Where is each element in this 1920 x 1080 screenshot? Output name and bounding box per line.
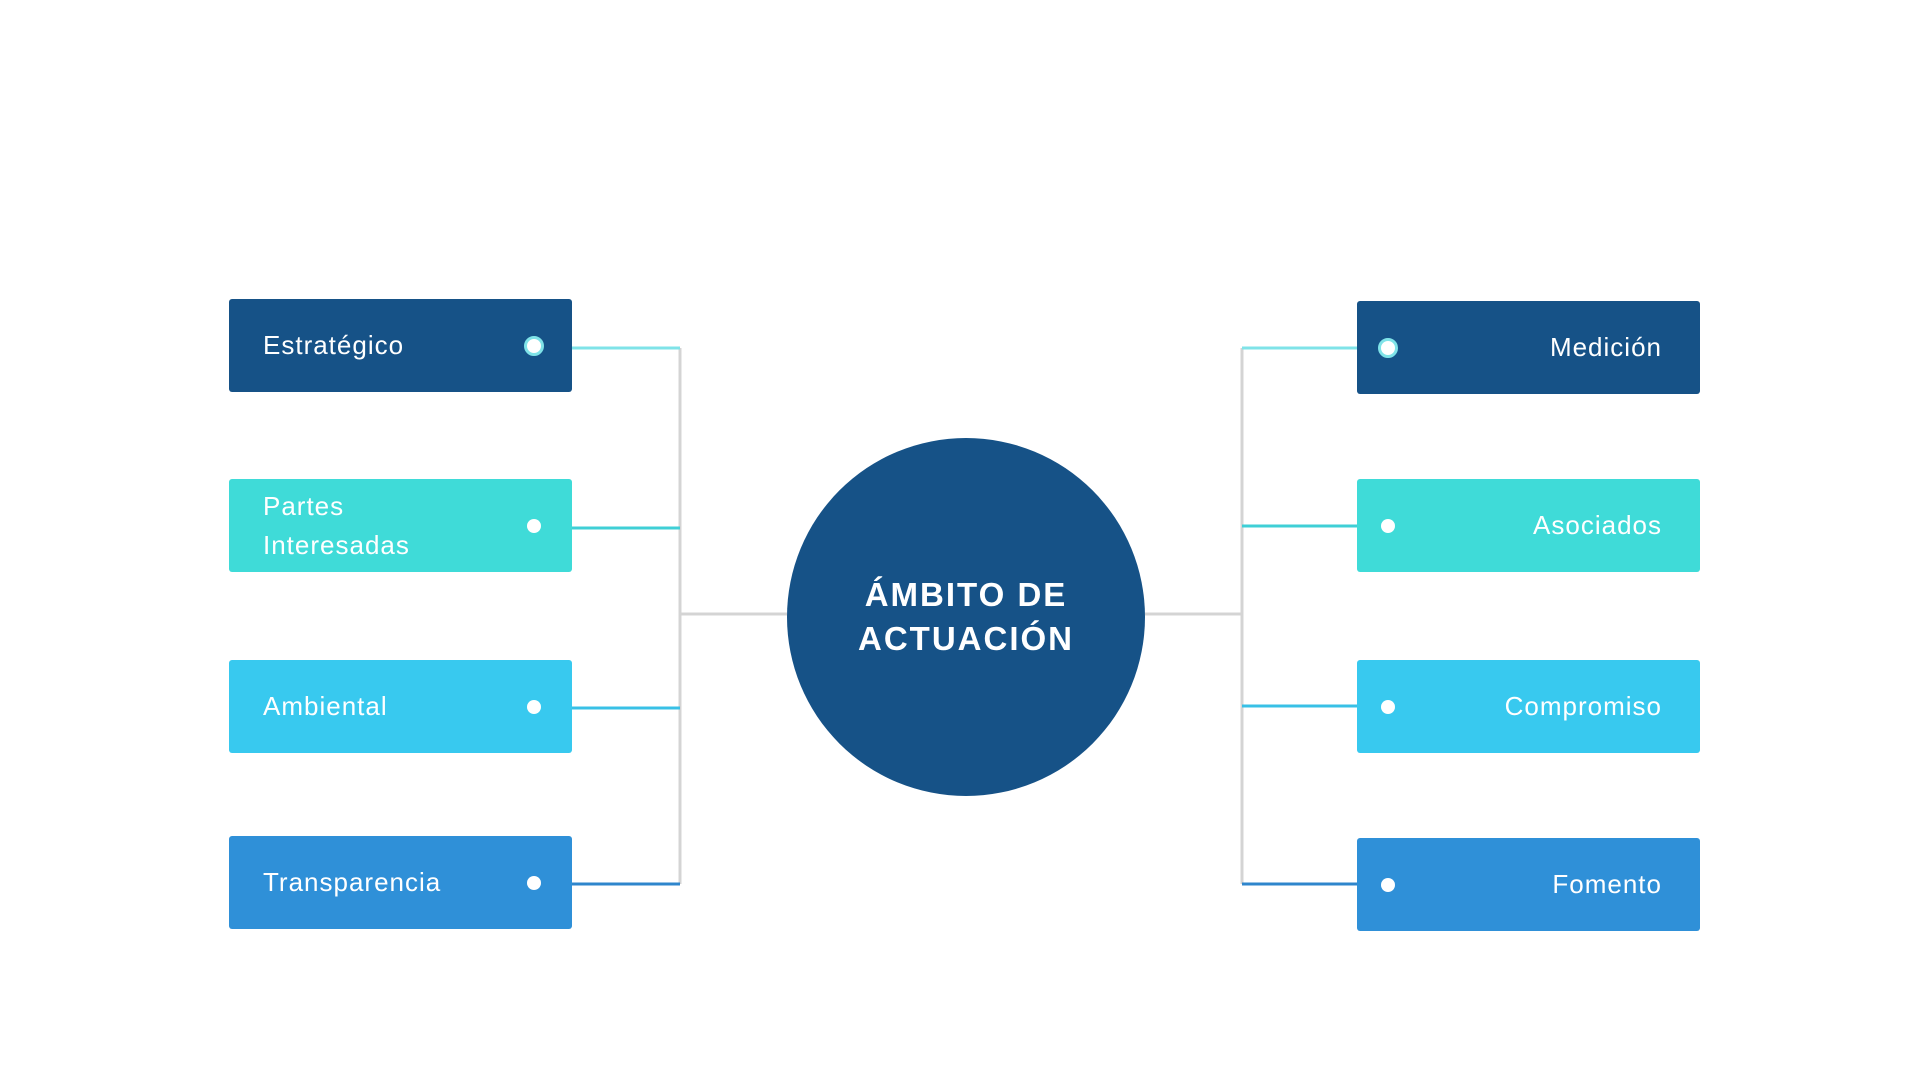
node-ambiental: Ambiental	[229, 660, 572, 753]
central-title-line-1: ÁMBITO DE	[864, 576, 1068, 613]
node-asociados: Asociados	[1357, 479, 1700, 572]
node-label: Estratégico	[263, 330, 405, 360]
central-node: ÁMBITO DE ACTUACIÓN	[787, 438, 1145, 796]
connector-dot-icon	[1381, 699, 1395, 714]
connector-dot-icon	[1381, 877, 1395, 892]
node-label: Compromiso	[1504, 691, 1662, 721]
connector-dot-icon	[1378, 337, 1398, 358]
node-label-line-2: Interesadas	[263, 529, 410, 560]
node-transparencia: Transparencia	[229, 836, 572, 929]
node-medicion: Medición	[1357, 301, 1700, 394]
node-estrategico: Estratégico	[229, 299, 572, 392]
node-compromiso: Compromiso	[1357, 660, 1700, 753]
connector-dot-icon	[524, 335, 544, 356]
connector-dot-icon	[527, 518, 541, 533]
node-partes-interesadas: Partes Interesadas	[229, 479, 572, 572]
node-label: Partes Interesadas	[263, 487, 410, 565]
node-label: Asociados	[1533, 510, 1662, 540]
connector-dot-icon	[527, 875, 541, 890]
node-label: Medición	[1549, 332, 1662, 362]
node-label: Transparencia	[263, 867, 442, 897]
central-title-line-2: ACTUACIÓN	[858, 620, 1074, 657]
node-label: Fomento	[1552, 869, 1662, 899]
node-label-line-1: Partes	[263, 490, 345, 521]
central-node-text: ÁMBITO DE ACTUACIÓN	[836, 573, 1096, 661]
node-fomento: Fomento	[1357, 838, 1700, 931]
connector-dot-icon	[1381, 518, 1395, 533]
connector-dot-icon	[527, 699, 541, 714]
node-label: Ambiental	[263, 691, 388, 721]
